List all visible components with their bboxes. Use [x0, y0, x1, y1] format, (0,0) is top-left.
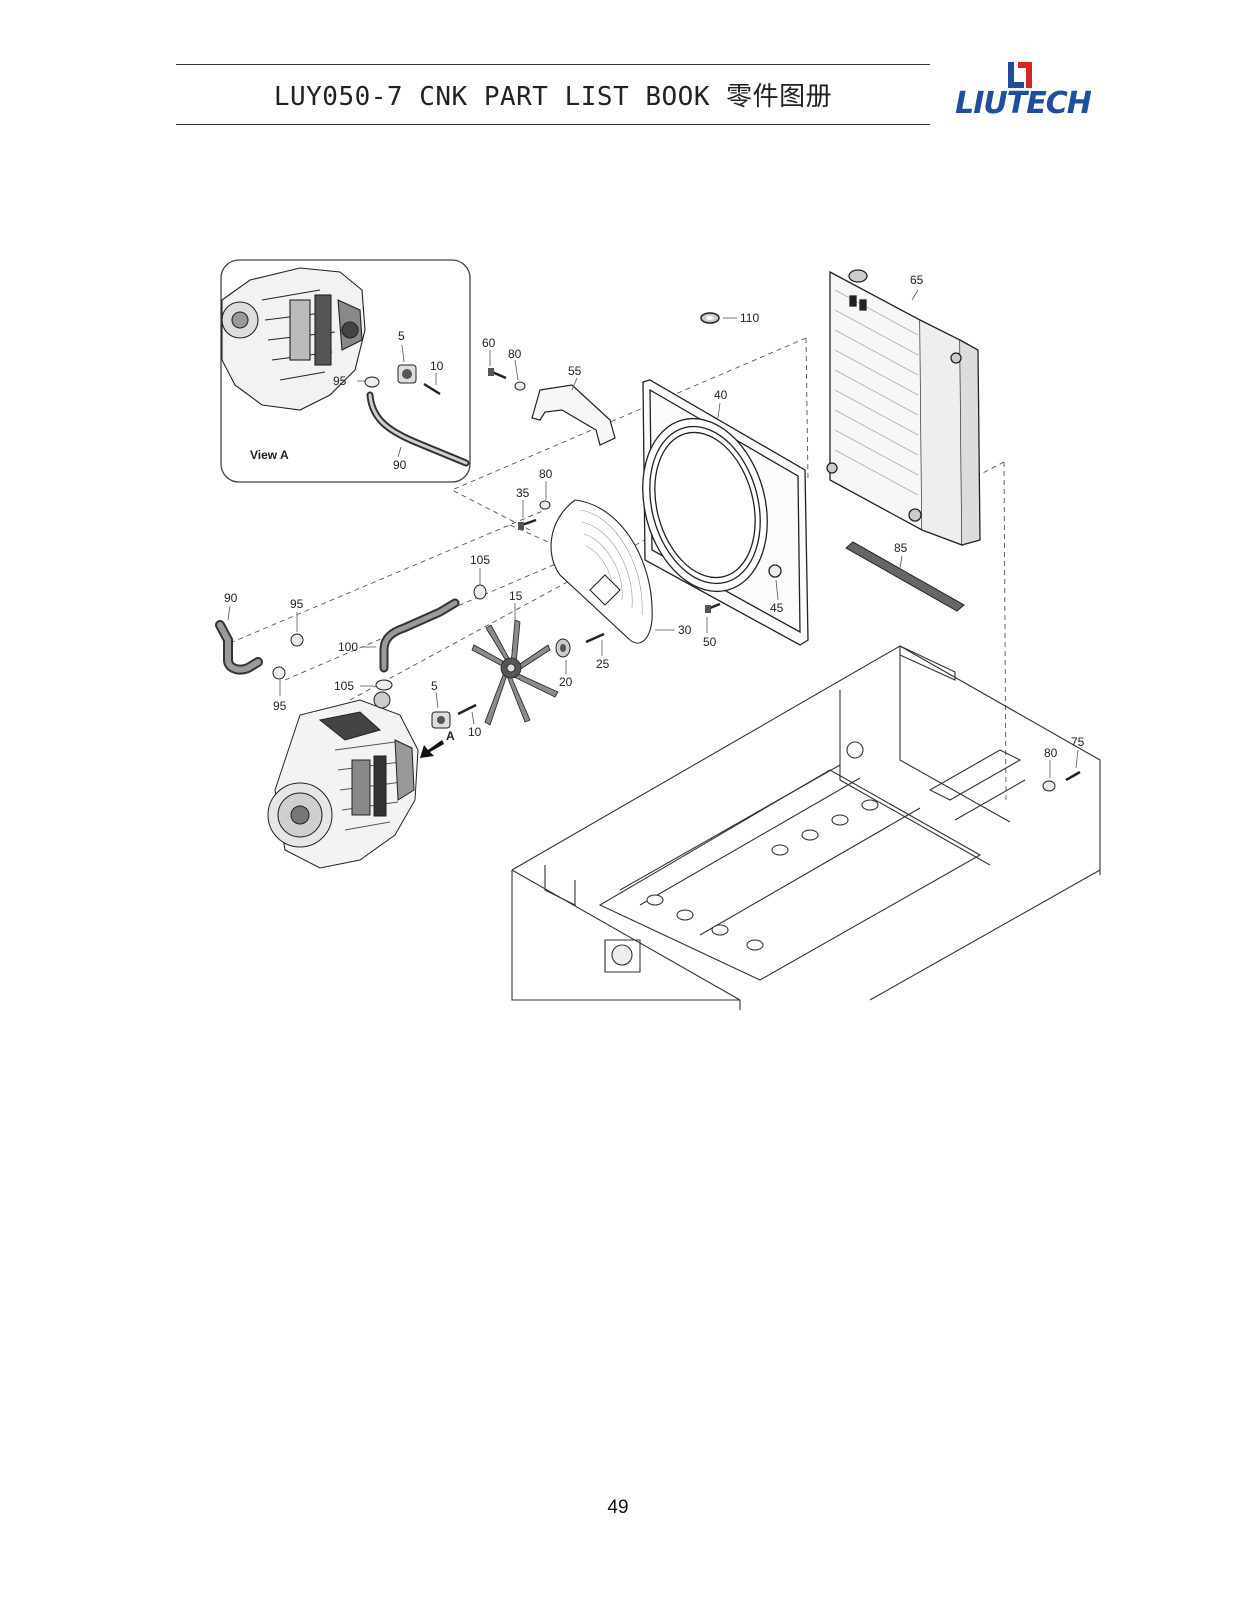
inset-engine-illustration: [221, 267, 366, 411]
callout-80-right: 80: [1044, 746, 1058, 760]
liutech-logo-mark-icon: [1008, 62, 1032, 88]
callout-40: 40: [714, 388, 728, 402]
part-105-clamp-top: [473, 584, 487, 600]
callout-10-inset: 10: [430, 359, 444, 373]
callout-20: 20: [559, 675, 573, 689]
part-80-washer-right: [1042, 780, 1056, 792]
callout-105-bottom: 105: [334, 679, 354, 693]
callout-90-inset: 90: [393, 458, 407, 472]
callout-45: 45: [770, 601, 784, 615]
callout-50: 50: [703, 635, 717, 649]
callout-100: 100: [338, 640, 358, 654]
callout-95-inset: 95: [333, 374, 347, 388]
inset-bolt-10: [423, 382, 441, 396]
brand-logo-text: LIUTECH: [955, 86, 1092, 121]
view-a-arrow-icon: [420, 740, 444, 758]
part-100-hose: [379, 598, 460, 673]
document-title: LUY050-7 CNK PART LIST BOOK 零件图册: [273, 82, 833, 112]
callout-80-mid: 80: [539, 467, 553, 481]
brand-logo: LIUTECH: [948, 56, 1098, 126]
part-15-cooling-fan: [471, 619, 559, 726]
callout-110: 110: [740, 311, 759, 325]
chassis-frame-illustration: [511, 645, 1101, 1010]
part-110-o-ring: [700, 312, 737, 324]
inset-hose-90: [366, 391, 470, 467]
part-50-bolt: [705, 602, 721, 613]
view-a-arrow-label: A: [446, 729, 455, 743]
engine-illustration: [267, 691, 419, 869]
callout-5: 5: [431, 679, 438, 693]
part-25-bolt: [585, 632, 605, 644]
callout-95-top: 95: [290, 597, 304, 611]
header-bottom-rule: [176, 124, 930, 125]
callout-80-top: 80: [508, 347, 522, 361]
callout-90-left: 90: [224, 591, 238, 605]
part-60-bolt: [488, 368, 507, 380]
part-80-washer-top: [514, 381, 526, 391]
part-95-clamp-top: [290, 633, 304, 647]
part-35-bolt: [518, 518, 537, 530]
part-5-pulley: [431, 711, 451, 729]
callout-5-inset: 5: [398, 329, 405, 343]
view-a-inset: 5 10 95 90 View A: [220, 259, 471, 483]
part-40-fan-shroud: [642, 379, 809, 646]
inset-pulley-5: [397, 364, 417, 384]
part-75-bolt: [1065, 770, 1081, 782]
inset-clamp-95: [364, 376, 380, 388]
part-80-washer-mid: [539, 500, 551, 510]
part-85-seal-strip: [845, 541, 965, 612]
part-55-bracket: [531, 384, 616, 446]
part-65-radiator: [826, 269, 981, 546]
header-top-rule: [176, 64, 930, 65]
callout-55: 55: [568, 364, 582, 378]
callout-10: 10: [468, 725, 482, 739]
callout-95-bottom: 95: [273, 699, 287, 713]
callout-60: 60: [482, 336, 496, 350]
callout-35: 35: [516, 486, 530, 500]
callout-30: 30: [678, 623, 692, 637]
callout-15: 15: [509, 589, 523, 603]
part-10-bolt: [457, 703, 477, 716]
callout-85: 85: [894, 541, 908, 555]
callout-65: 65: [910, 273, 924, 287]
part-95-clamp-bottom: [272, 666, 286, 680]
view-a-label: View A: [250, 448, 289, 462]
part-105-clamp-bottom: [375, 679, 393, 691]
callout-25: 25: [596, 657, 610, 671]
page-number: 49: [607, 1497, 629, 1518]
part-20-spacer: [555, 638, 571, 658]
callout-105-top: 105: [470, 553, 490, 567]
part-30-fan-guard: [550, 499, 653, 644]
